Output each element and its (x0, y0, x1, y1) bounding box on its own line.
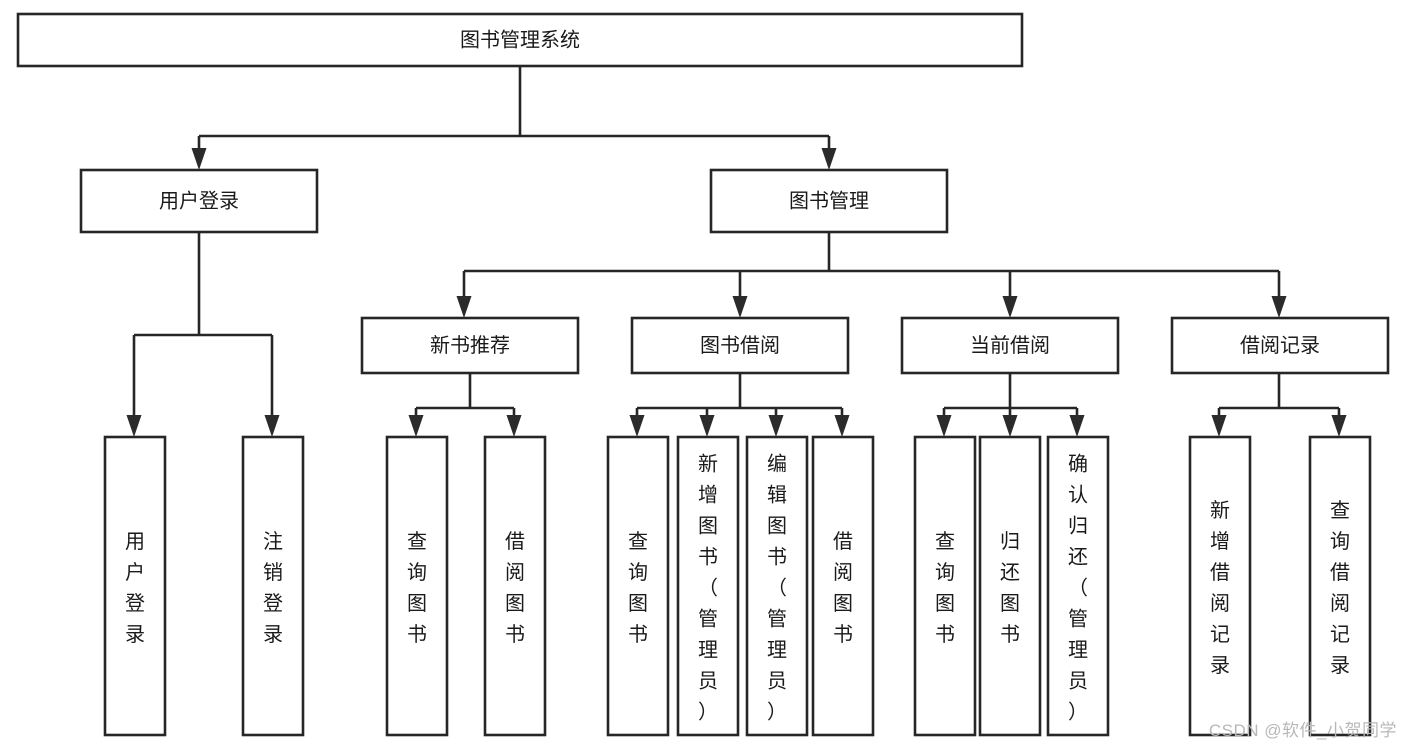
node-current-borrow[interactable]: 当前借阅 (900, 316, 1120, 375)
node-label-new-book-recommend: 新书推荐 (430, 334, 510, 357)
node-box-leaf-borrow-query-book[interactable] (606, 435, 670, 737)
connector-record-to-leaves (1211, 373, 1347, 437)
arrow-head-icon (834, 415, 850, 437)
arrow-head-icon (732, 296, 748, 318)
connector-borrow-to-leaves (629, 373, 850, 437)
node-label-borrow-record: 借阅记录 (1240, 334, 1320, 357)
arrow-head-icon (1211, 415, 1227, 437)
node-box-leaf-record-add[interactable] (1188, 435, 1252, 737)
node-layer: 图书管理系统用户登录图书管理新书推荐图书借阅当前借阅借阅记录用户登录注销登录查询… (16, 12, 1390, 737)
node-label-leaf-borrow-query-book: 查询图书 (628, 530, 648, 646)
arrow-head-icon (1331, 415, 1347, 437)
node-root[interactable]: 图书管理系统 (16, 12, 1024, 68)
node-label-leaf-record-query: 查询借阅记录 (1330, 499, 1350, 677)
node-box-book-borrow[interactable] (630, 316, 850, 375)
node-label-leaf-current-query-book: 查询图书 (935, 530, 955, 646)
connector-layer (126, 66, 1347, 437)
connector-recommend-to-leaves (408, 373, 522, 437)
node-leaf-recommend-borrow-book[interactable]: 借阅图书 (483, 435, 547, 737)
arrow-head-icon (191, 148, 207, 170)
node-label-leaf-borrow-borrow-book: 借阅图书 (833, 530, 853, 646)
node-box-borrow-record[interactable] (1170, 316, 1390, 375)
node-label-leaf-borrow-add-book: 新增图书（管理员） (698, 453, 718, 724)
node-leaf-borrow-edit-book[interactable]: 编辑图书（管理员） (745, 435, 809, 737)
node-leaf-current-confirm-return[interactable]: 确认归还（管理员） (1046, 435, 1110, 737)
node-box-new-book-recommend[interactable] (360, 316, 580, 375)
arrow-head-icon (1069, 415, 1085, 437)
node-leaf-borrow-borrow-book[interactable]: 借阅图书 (811, 435, 875, 737)
connector-user-login-to-leaves (126, 232, 280, 437)
node-box-user-login[interactable] (79, 168, 319, 234)
node-box-root[interactable] (16, 12, 1024, 68)
node-leaf-borrow-query-book[interactable]: 查询图书 (606, 435, 670, 737)
arrow-head-icon (821, 148, 837, 170)
node-leaf-current-return-book[interactable]: 归还图书 (978, 435, 1042, 737)
node-label-leaf-user-login: 用户登录 (125, 531, 145, 646)
node-label-leaf-user-logout: 注销登录 (263, 530, 283, 646)
node-box-leaf-borrow-borrow-book[interactable] (811, 435, 875, 737)
node-box-leaf-user-logout[interactable] (241, 435, 305, 737)
node-leaf-current-query-book[interactable]: 查询图书 (913, 435, 977, 737)
arrow-head-icon (1271, 296, 1287, 318)
node-borrow-record[interactable]: 借阅记录 (1170, 316, 1390, 375)
node-box-book-management[interactable] (709, 168, 949, 234)
node-box-current-borrow[interactable] (900, 316, 1120, 375)
arrow-head-icon (1002, 415, 1018, 437)
node-box-leaf-recommend-query-book[interactable] (385, 435, 449, 737)
node-label-user-login: 用户登录 (159, 189, 239, 212)
arrow-head-icon (506, 415, 522, 437)
node-label-leaf-current-return-book: 归还图书 (1000, 530, 1020, 646)
node-label-leaf-borrow-edit-book: 编辑图书（管理员） (767, 453, 787, 724)
node-box-leaf-user-login[interactable] (103, 435, 167, 737)
node-leaf-borrow-add-book[interactable]: 新增图书（管理员） (676, 435, 740, 737)
node-box-leaf-borrow-edit-book[interactable] (745, 435, 809, 737)
node-label-root: 图书管理系统 (460, 28, 580, 51)
connector-current-to-leaves (936, 373, 1085, 437)
arrow-head-icon (699, 415, 715, 437)
arrow-head-icon (768, 415, 784, 437)
node-box-leaf-record-query[interactable] (1308, 435, 1372, 737)
node-leaf-record-query[interactable]: 查询借阅记录 (1308, 435, 1372, 737)
arrow-head-icon (126, 415, 142, 437)
arrow-head-icon (936, 415, 952, 437)
arrow-head-icon (456, 296, 472, 318)
node-label-leaf-recommend-borrow-book: 借阅图书 (505, 530, 525, 646)
node-label-leaf-record-add: 新增借阅记录 (1210, 499, 1230, 677)
node-label-current-borrow: 当前借阅 (970, 334, 1050, 357)
node-leaf-recommend-query-book[interactable]: 查询图书 (385, 435, 449, 737)
arrow-head-icon (629, 415, 645, 437)
arrow-head-icon (264, 415, 280, 437)
node-label-book-management: 图书管理 (789, 189, 869, 212)
connector-root-to-level2 (191, 66, 837, 170)
node-label-leaf-current-confirm-return: 确认归还（管理员） (1068, 453, 1088, 724)
node-leaf-user-logout[interactable]: 注销登录 (241, 435, 305, 737)
node-box-leaf-current-query-book[interactable] (913, 435, 977, 737)
node-label-book-borrow: 图书借阅 (700, 334, 780, 357)
node-box-leaf-current-confirm-return[interactable] (1046, 435, 1110, 737)
arrow-head-icon (1002, 296, 1018, 318)
node-box-leaf-recommend-borrow-book[interactable] (483, 435, 547, 737)
node-new-book-recommend[interactable]: 新书推荐 (360, 316, 580, 375)
node-book-borrow[interactable]: 图书借阅 (630, 316, 850, 375)
node-box-leaf-borrow-add-book[interactable] (676, 435, 740, 737)
node-book-management[interactable]: 图书管理 (709, 168, 949, 234)
node-user-login[interactable]: 用户登录 (79, 168, 319, 234)
node-box-leaf-current-return-book[interactable] (978, 435, 1042, 737)
node-leaf-record-add[interactable]: 新增借阅记录 (1188, 435, 1252, 737)
connector-book-management-to-level3 (456, 232, 1287, 318)
arrow-head-icon (408, 415, 424, 437)
node-leaf-user-login[interactable]: 用户登录 (103, 435, 167, 737)
node-label-leaf-recommend-query-book: 查询图书 (407, 530, 427, 646)
